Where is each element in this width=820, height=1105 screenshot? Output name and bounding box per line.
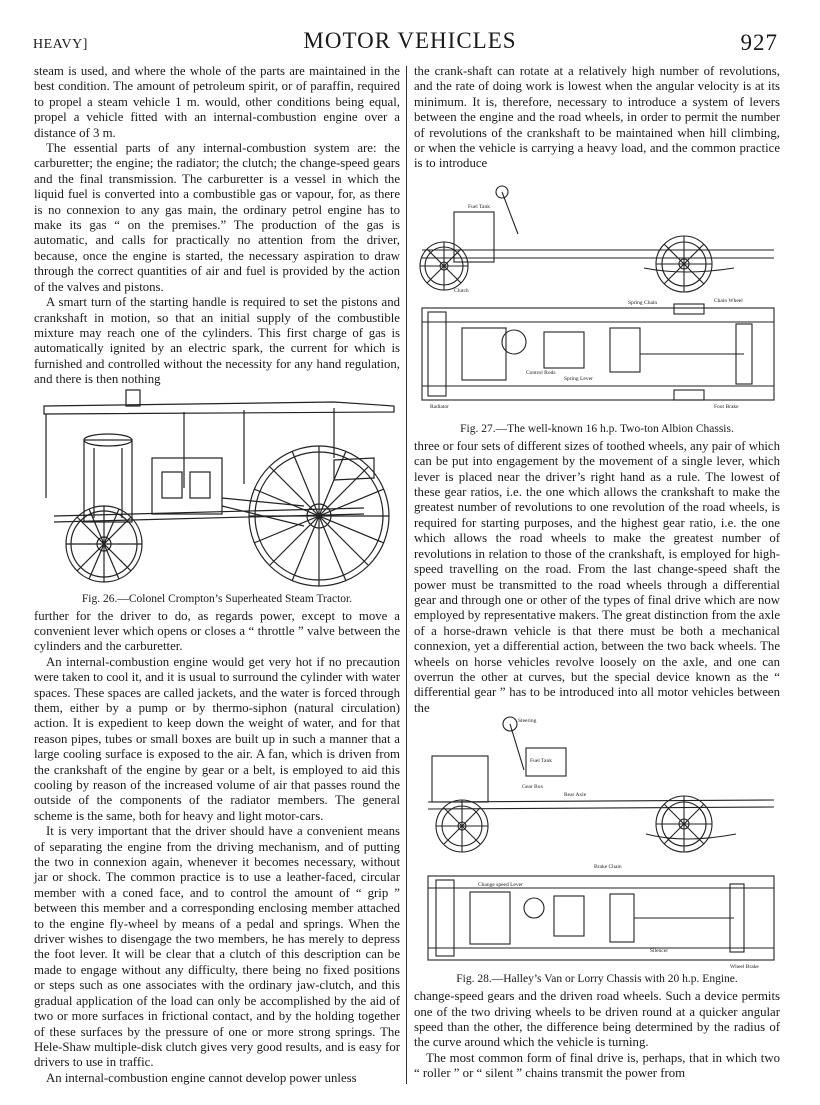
halley-chassis-illustration: Steering Fuel Tank Gear Box Rear Axle Br… — [427, 716, 775, 970]
label-clutch: Clutch — [454, 288, 469, 294]
paragraph: A smart turn of the starting handle is r… — [34, 295, 400, 387]
label-rear-axle: Rear Axle — [564, 792, 587, 798]
page-header: HEAVY] MOTOR VEHICLES 927 — [0, 0, 820, 60]
paragraph: the crank-shaft can rotate at a relative… — [414, 64, 780, 171]
label-wheel-brake: Wheel Brake — [730, 964, 759, 970]
left-column: steam is used, and where the whole of th… — [34, 64, 400, 1085]
paragraph: The essential parts of any internal-comb… — [34, 141, 400, 294]
label-fuel-tank: Fuel Tank — [530, 758, 552, 764]
figure-albion-chassis: Fuel Tank Clutch Spring Chain Chain Whee… — [414, 172, 780, 420]
paragraph: It is very important that the driver sho… — [34, 824, 400, 1070]
paragraph: The most common form of final drive is, … — [414, 1050, 780, 1081]
label-change-speed-lever: Change speed Lever — [478, 882, 523, 888]
figure-halley-chassis: Steering Fuel Tank Gear Box Rear Axle Br… — [414, 716, 780, 970]
figure-caption: Fig. 27.—The well-known 16 h.p. Two-ton … — [460, 422, 734, 435]
label-fuel-tank: Fuel Tank — [468, 204, 490, 210]
label-brake-chain: Brake Chain — [594, 864, 622, 870]
right-column: the crank-shaft can rotate at a relative… — [414, 64, 780, 1085]
label-chain-wheel: Chain Wheel — [714, 298, 743, 304]
section-heading: HEAVY] — [33, 37, 88, 52]
label-foot-brake: Foot Brake — [714, 404, 739, 410]
figure-steam-tractor — [34, 388, 400, 590]
paragraph: An internal-combustion engine cannot dev… — [46, 1070, 357, 1085]
figure-caption: Fig. 26.—Colonel Crompton’s Superheated … — [81, 592, 353, 605]
paragraph: further for the driver to do, as regards… — [34, 608, 400, 654]
label-silencer: Silencer — [650, 948, 668, 954]
figure-caption: Fig. 28.—Halley’s Van or Lorry Chassis w… — [456, 973, 738, 986]
page-number: 927 — [740, 30, 778, 55]
paragraph: three or four sets of different sizes of… — [414, 438, 780, 715]
column-divider — [406, 66, 407, 1084]
label-radiator: Radiator — [430, 404, 449, 410]
paragraph: change-speed gears and the driven road w… — [414, 989, 780, 1050]
paragraph: An internal-combustion engine would get … — [34, 654, 400, 823]
steam-tractor-illustration — [43, 388, 395, 587]
albion-chassis-illustration: Fuel Tank Clutch Spring Chain Chain Whee… — [419, 185, 775, 410]
page-title: MOTOR VEHICLES — [303, 28, 517, 53]
label-steering: Steering — [518, 718, 537, 724]
label-control-rods: Control Rods — [526, 370, 556, 376]
label-spring-chain: Spring Chain — [628, 300, 657, 306]
paragraph: steam is used, and where the whole of th… — [34, 64, 400, 140]
label-spring-lever: Spring Lever — [564, 376, 593, 382]
label-gear-box: Gear Box — [522, 784, 543, 790]
